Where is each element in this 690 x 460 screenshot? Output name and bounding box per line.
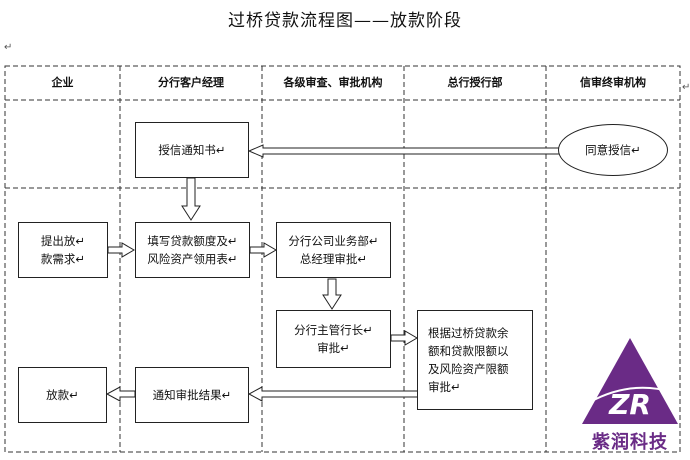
node-loan-request: 提出放↵ 款需求↵ xyxy=(18,222,108,278)
node-fill-form-line: 风险资产领用表↵ xyxy=(147,252,238,266)
node-credit-notice-label: 授信通知书↵ xyxy=(158,143,226,157)
logo-mark: ZR xyxy=(582,338,678,424)
node-hq-limit-check: 根据过桥贷款余 额和贷款限额以 及风险资产限额 审批↵ xyxy=(417,310,533,410)
lane-header-account-manager: 分行客户经理 xyxy=(158,76,224,89)
arrow-hq-to-notify xyxy=(247,386,419,402)
node-disburse: 放款↵ xyxy=(18,367,107,423)
diagram-title: 过桥贷款流程图——放款阶段 xyxy=(228,11,462,31)
node-hq-check-line: 审批↵ xyxy=(428,380,461,394)
node-notify-result-label: 通知审批结果↵ xyxy=(152,388,232,402)
logo-swoosh xyxy=(589,386,673,403)
node-loan-request-line: 款需求↵ xyxy=(40,252,86,266)
lane-header-final-approval: 信审终审机构 xyxy=(580,76,646,89)
node-hq-check-line: 根据过桥贷款余 xyxy=(428,326,509,340)
node-disburse-label: 放款↵ xyxy=(46,388,79,402)
arrow-head-to-hq xyxy=(390,330,418,346)
lane-header-review-bodies: 各级审查、审批机构 xyxy=(283,76,383,89)
paragraph-mark: ↵ xyxy=(682,82,690,93)
arrow-dept-to-head xyxy=(322,278,342,310)
arrow-request-to-form xyxy=(107,242,135,258)
node-branch-head-line: 审批↵ xyxy=(317,341,350,355)
node-branch-dept-approval: 分行公司业务部↵ 总经理审批↵ xyxy=(276,222,391,278)
node-fill-form: 填写贷款额度及↵ 风险资产领用表↵ xyxy=(135,222,250,278)
swimlane-border xyxy=(4,65,681,453)
node-notify-result: 通知审批结果↵ xyxy=(135,367,249,423)
arrow-agree-to-notice xyxy=(247,144,561,158)
node-credit-notice: 授信通知书↵ xyxy=(135,122,249,178)
node-loan-request-line: 提出放↵ xyxy=(40,234,86,248)
node-branch-head-approval: 分行主管行长↵ 审批↵ xyxy=(276,310,391,368)
arrow-notify-to-disburse xyxy=(105,386,136,402)
lane-header-enterprise: 企业 xyxy=(51,76,74,89)
arrow-notice-to-form xyxy=(181,177,201,221)
node-branch-dept-line: 总经理审批↵ xyxy=(299,252,368,266)
logo-letters: ZR xyxy=(608,388,651,421)
lane-header-hq-credit-dept: 总行授行部 xyxy=(447,76,503,89)
logo-triangle xyxy=(582,338,678,424)
node-agree-credit: 同意授信↵ xyxy=(558,124,668,176)
node-agree-credit-label: 同意授信↵ xyxy=(585,143,641,157)
arrow-form-to-dept xyxy=(249,242,277,258)
node-hq-check-line: 及风险资产限额 xyxy=(428,362,509,376)
paragraph-mark: ↵ xyxy=(4,42,13,53)
node-branch-head-line: 分行主管行长↵ xyxy=(294,323,373,337)
node-branch-dept-line: 分行公司业务部↵ xyxy=(288,234,379,248)
node-hq-check-line: 额和贷款限额以 xyxy=(428,344,509,358)
node-fill-form-line: 填写贷款额度及↵ xyxy=(147,234,238,248)
logo-company-name: 紫润科技 xyxy=(592,432,668,453)
